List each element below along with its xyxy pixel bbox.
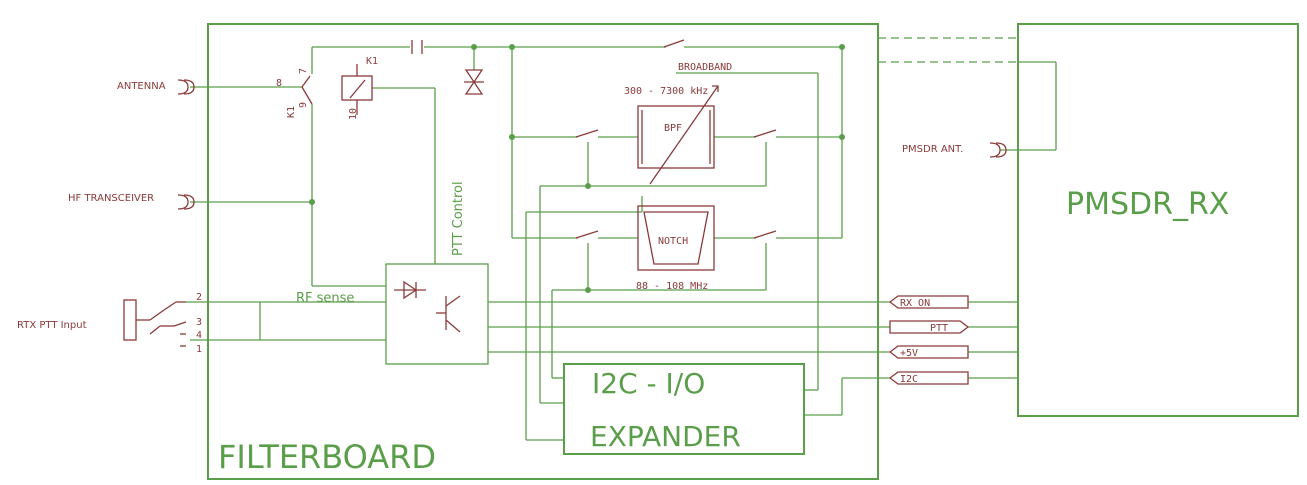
notch-label: NOTCH (658, 236, 688, 247)
symbols (123, 39, 1007, 385)
filterboard-outline (207, 23, 879, 480)
relay-pin9: 9 (298, 102, 309, 108)
port-rx-on: RX ON (900, 298, 930, 309)
relay-pin7: 7 (298, 68, 309, 74)
jack-pin4: 4 (196, 330, 202, 341)
relay-pin10: 10 (348, 108, 359, 120)
ptt-control-label: PTT Control (451, 181, 466, 256)
ptt-control-box (385, 263, 489, 365)
pmsdr-title: PMSDR_RX (1066, 187, 1229, 222)
pmsdr-outline (1017, 23, 1299, 417)
notch-range: 88 - 108 MHz (636, 281, 708, 292)
broadband-label: BROADBAND (678, 62, 732, 73)
i2c-title-1: I2C - I/O (592, 367, 705, 400)
relay-k1-side: K1 (286, 106, 297, 118)
port-5v: +5V (900, 348, 918, 359)
bpf-range: 300 - 7300 kHz (624, 86, 708, 97)
filterboard-title: FILTERBOARD (218, 438, 436, 476)
rf-sense-label: RF sense (296, 291, 354, 306)
bpf-label: BPF (664, 123, 682, 134)
i2c-expander-box (563, 363, 805, 455)
rtx-ptt-label: RTX PTT Input (17, 320, 87, 331)
port-ptt: PTT (930, 323, 948, 334)
relay-pin8: 8 (276, 78, 282, 89)
jack-pin3: 3 (196, 317, 202, 328)
antenna-label: ANTENNA (117, 81, 166, 92)
board-link-lines (878, 37, 1018, 63)
wiring (186, 46, 1057, 441)
jack-pin2: 2 (196, 292, 202, 303)
junction-dots (309, 44, 845, 293)
pmsdr-ant-label: PMSDR ANT. (902, 144, 963, 155)
relay-name: K1 (366, 56, 378, 67)
hf-transceiver-label: HF TRANSCEIVER (68, 193, 154, 204)
i2c-title-2: EXPANDER (590, 420, 741, 453)
jack-pin1: 1 (196, 344, 202, 355)
port-i2c: I2C (900, 374, 918, 385)
